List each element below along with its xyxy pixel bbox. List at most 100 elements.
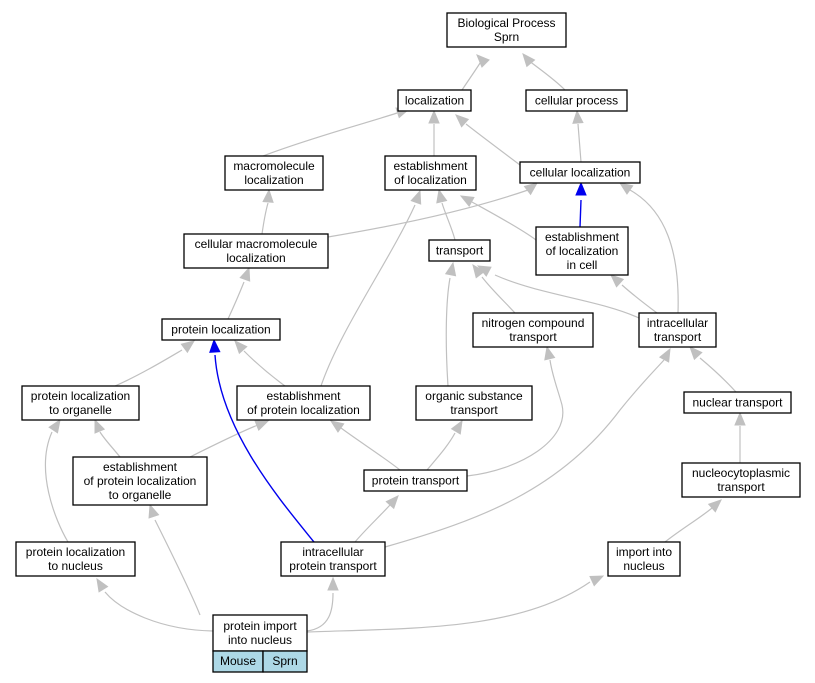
node-label: into nucleus [228,633,292,647]
node-pt[interactable]: protein transport [363,469,468,492]
edge-line [320,204,416,387]
node-nt[interactable]: nuclear transport [683,391,792,414]
edge-7 [261,188,274,235]
arrowhead [472,263,486,279]
node-cl[interactable]: cellular localization [519,161,641,184]
edge-line [664,507,713,543]
edge-line [527,59,566,91]
edge-17 [234,340,286,387]
edge-21 [44,418,69,543]
node-label: establishment [103,460,178,474]
edge-6 [327,182,539,238]
node-box [519,161,641,184]
edge-line [154,519,201,616]
node-label: establishment [266,389,341,403]
edge-32 [96,577,214,632]
edge-14 [610,274,658,314]
node-box [415,385,533,421]
edge-35 [306,575,605,633]
edge-20 [689,346,737,393]
edge-line [214,354,315,543]
node-label: nitrogen compound [482,316,585,330]
node-label: to nucleus [48,559,103,573]
node-label: transport [509,330,557,344]
node-box [212,614,308,652]
arrowhead [234,340,248,355]
edge-16 [114,340,196,387]
node-loc[interactable]: localization [397,89,472,112]
edge-13 [476,265,640,319]
arrowhead [96,577,109,593]
edges [44,53,746,633]
arrowhead [180,340,196,354]
arrowhead [48,418,61,434]
edge-29 [354,495,399,543]
node-label: transport [436,244,484,258]
edge-22 [94,418,121,458]
edge-line [577,123,582,163]
arrowhead [444,261,457,277]
node-box [428,239,491,262]
node-label: of protein localization [84,474,197,488]
node-label: intracellular [302,545,363,559]
node-label: transport [450,403,498,417]
node-box [384,155,477,191]
edge-26 [466,345,564,477]
edge-line [441,202,456,241]
arrowhead [239,266,251,282]
node-label: localization [244,173,303,187]
node-pl[interactable]: protein localization [161,318,281,341]
node-box [535,226,629,276]
edge-line [189,424,259,458]
arrowhead [689,346,703,361]
node-box [638,312,717,348]
node-label: protein import [223,619,297,633]
arrowhead [707,499,722,513]
node-label: in cell [567,258,598,272]
node-label: Biological Process [457,16,555,30]
arrowhead [455,114,470,128]
node-label: protein transport [372,474,460,488]
edge-line [466,359,564,477]
arrowhead [410,189,422,205]
gene-legend: Mouse Sprn [212,650,308,673]
arrowhead [329,420,345,433]
node-box [280,541,386,577]
node-label: of localization [394,173,467,187]
node-tr[interactable]: transport [428,239,491,262]
node-cp[interactable]: cellular process [525,89,628,112]
node-box [397,89,472,112]
node-box [236,385,371,421]
arrowhead [428,109,440,124]
edge-line [426,432,456,471]
node-box [681,462,801,498]
arrowhead [618,182,634,195]
edge-line [262,112,398,157]
edge-33 [148,503,201,616]
edge-5 [572,109,584,163]
node-label: organic substance [425,389,523,403]
edge-8 [436,188,456,241]
node-label: establishment [545,230,620,244]
edge-4 [455,114,521,166]
arrowhead [262,188,274,203]
legend-organism: Mouse [220,654,256,668]
edge-line [340,427,401,471]
